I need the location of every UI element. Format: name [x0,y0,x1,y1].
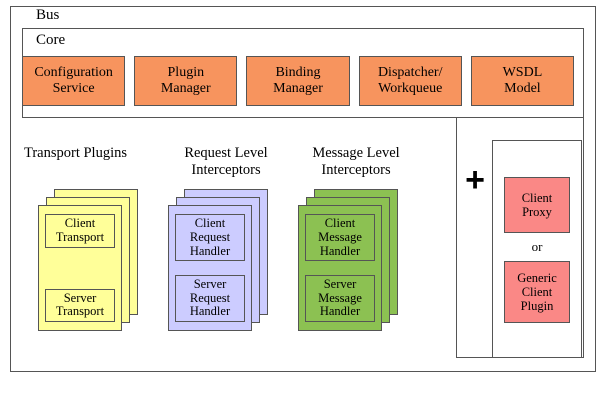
core-box-configuration-service[interactable]: Configuration Service [22,56,126,106]
group-title-request-level-interceptors: Request Level Interceptors [184,145,268,179]
box-client-request-handler[interactable]: Client Request Handler [175,214,245,262]
box-generic-client-plugin[interactable]: Generic Client Plugin [504,261,570,323]
group-request-level-interceptors: Request Level Interceptors Client Reques… [160,145,292,331]
core-component-row: Configuration Service Plugin Manager Bin… [22,56,575,106]
stack-transport-plugins: Client Transport Server Transport [38,189,138,331]
box-server-message-handler[interactable]: Server Message Handler [305,274,375,322]
box-client-proxy[interactable]: Client Proxy [504,177,570,233]
plus-operator-icon: + [465,161,485,199]
bus-container [10,6,596,372]
core-box-plugin-manager[interactable]: Plugin Manager [134,56,238,106]
core-label: Core [36,32,66,48]
stack-request-level-interceptors: Client Request Handler Server Request Ha… [168,189,268,331]
stack-card-front[interactable]: Client Transport Server Transport [38,205,122,331]
stack-card-front[interactable]: Client Request Handler Server Request Ha… [168,205,252,331]
client-options-container [492,140,582,358]
group-title-transport-plugins: Transport Plugins [24,145,128,161]
core-box-dispatcher-workqueue[interactable]: Dispatcher/ Workqueue [358,56,462,106]
box-client-message-handler[interactable]: Client Message Handler [305,214,375,262]
box-server-request-handler[interactable]: Server Request Handler [175,274,245,322]
group-title-message-level-interceptors: Message Level Interceptors [312,145,400,179]
group-message-level-interceptors: Message Level Interceptors Client Messag… [290,145,422,331]
stack-card-front[interactable]: Client Message Handler Server Message Ha… [298,205,382,331]
stack-message-level-interceptors: Client Message Handler Server Message Ha… [298,189,398,331]
core-box-binding-manager[interactable]: Binding Manager [246,56,350,106]
core-box-wsdl-model[interactable]: WSDL Model [470,56,575,106]
group-transport-plugins: Transport Plugins Client Transport Serve… [22,145,154,331]
box-client-transport[interactable]: Client Transport [45,214,115,248]
or-label: or [531,239,543,254]
box-server-transport[interactable]: Server Transport [45,288,115,322]
bus-label: Bus [36,7,60,23]
